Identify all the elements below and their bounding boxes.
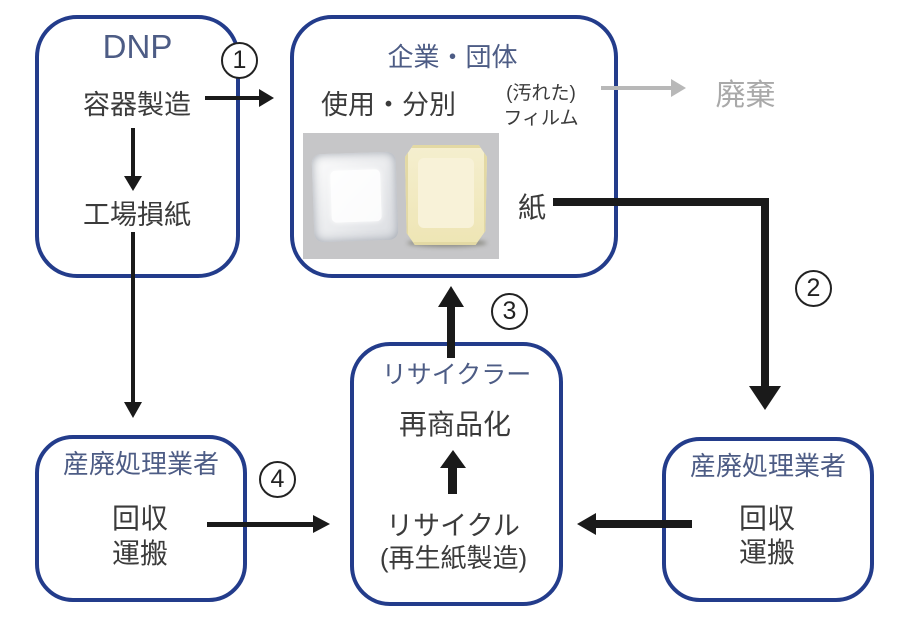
waste-handler-right-title: 産廃処理業者	[689, 451, 846, 481]
waste-handler-left-title: 産廃処理業者	[62, 449, 219, 479]
waste-handler-right-task1: 回収	[738, 503, 795, 534]
recycler-step-note: (再生紙製造)	[379, 543, 528, 573]
waste-handler-right-box	[662, 437, 874, 602]
paper-tray-image	[405, 145, 487, 245]
plastic-film-highlight	[330, 169, 382, 223]
step-4-badge: 4	[259, 461, 296, 498]
arrow-dnp-to-handler-head-icon	[124, 402, 142, 418]
step-2-badge: 2	[795, 270, 832, 307]
waste-handler-left-box	[35, 435, 247, 602]
film-note-line1: (汚れた)	[506, 83, 576, 104]
step-1-badge: 1	[221, 42, 258, 79]
dnp-waste-label: 工場損紙	[83, 200, 191, 230]
dnp-process-label: 容器製造	[83, 90, 191, 120]
recycler-title: リサイクラー	[381, 361, 532, 389]
dnp-title: DNP	[102, 28, 173, 65]
arrow-right-handler-to-recycler-head-icon	[577, 513, 596, 535]
step-3-badge: 3	[491, 293, 528, 330]
recycler-process-label: 再商品化	[398, 409, 511, 440]
waste-handler-left-task2: 運搬	[111, 538, 168, 569]
company-process-label: 使用・分別	[321, 90, 456, 120]
arrow-recycler-to-company-head-icon	[438, 286, 464, 307]
waste-handler-left-task1: 回収	[111, 503, 168, 534]
arrow-film-to-disposal-head-icon	[671, 79, 686, 97]
arrow-paper-head-icon	[749, 386, 781, 410]
disposal-label: 廃棄	[715, 79, 776, 112]
paper-label: 紙	[517, 192, 546, 223]
dnp-box	[35, 15, 240, 278]
arrow-handler-to-recycler-head-icon	[313, 515, 330, 533]
film-note-line2: フィルム	[503, 108, 579, 129]
paper-tray-inner	[418, 158, 474, 228]
plastic-film-image	[311, 151, 399, 243]
arrow-dnp-to-company-head-icon	[259, 89, 274, 107]
waste-handler-right-task2: 運搬	[738, 537, 795, 568]
arrow-paper-vertical-line	[761, 198, 769, 388]
company-title: 企業・団体	[387, 42, 518, 72]
recycler-step-label: リサイクル	[386, 511, 520, 541]
packaging-photo	[303, 133, 499, 259]
